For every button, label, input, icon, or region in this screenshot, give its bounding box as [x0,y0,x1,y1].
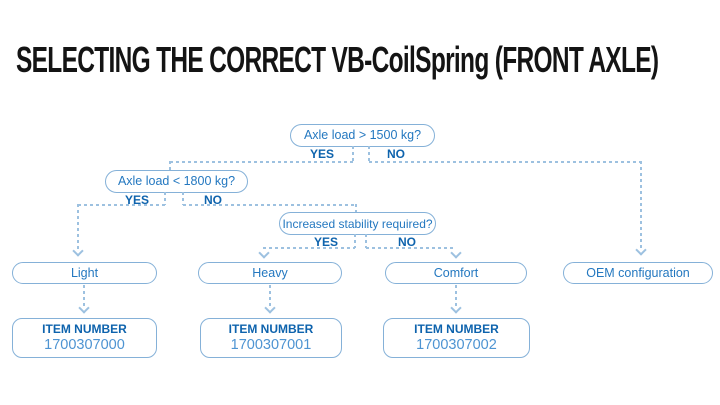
connector-line [78,204,165,206]
connector-line [640,161,642,249]
outcome-label: OEM configuration [586,265,690,280]
outcome-light: Light [12,262,157,284]
connector-line [170,161,353,163]
decision-increased-stability: Increased stability required? [279,212,436,235]
connector-line [455,285,457,309]
item-number-label: ITEM NUMBER [42,322,127,337]
item-box-heavy: ITEM NUMBER 1700307001 [200,318,342,358]
connector-line [263,247,355,249]
yes-label: YES [313,235,339,249]
connector-line [354,234,356,248]
connector-line [182,192,184,205]
item-box-comfort: ITEM NUMBER 1700307002 [383,318,530,358]
decision-question: Axle load > 1500 kg? [303,128,422,143]
down-arrow-icon [258,247,270,259]
down-arrow-icon [72,245,84,257]
connector-line [368,146,370,161]
connector-line [366,247,456,249]
connector-line [77,204,79,250]
connector-line [355,204,357,213]
down-arrow-icon [635,244,647,256]
outcome-label: Light [70,265,99,280]
outcome-label: Comfort [433,265,479,280]
connector-line [369,161,641,163]
item-box-light: ITEM NUMBER 1700307000 [12,318,157,358]
item-number-label: ITEM NUMBER [228,322,314,337]
down-arrow-icon [450,302,462,314]
page-title: SELECTING THE CORRECT VB-CoilSpring (FRO… [16,39,659,80]
outcome-comfort: Comfort [385,262,527,284]
no-label: NO [387,147,405,161]
item-number-value: 1700307000 [44,337,125,354]
down-arrow-icon [264,302,276,314]
connector-line [183,204,356,206]
connector-line [164,192,166,205]
no-label: NO [204,193,222,207]
outcome-oem-configuration: OEM configuration [563,262,713,284]
decision-axle-load-1800: Axle load < 1800 kg? [105,170,248,193]
connector-line [352,146,354,161]
no-label: NO [398,235,416,249]
decision-question: Increased stability required? [282,216,433,231]
down-arrow-icon [78,302,90,314]
connector-line [169,161,171,171]
connector-line [269,285,271,309]
connector-line [365,234,367,248]
item-number-value: 1700307002 [416,337,497,354]
item-number-value: 1700307001 [230,337,312,354]
item-number-label: ITEM NUMBER [414,322,499,337]
down-arrow-icon [450,247,462,259]
decision-question: Axle load < 1800 kg? [117,174,236,189]
decision-axle-load-1500: Axle load > 1500 kg? [290,124,435,147]
connector-line [83,285,85,309]
outcome-heavy: Heavy [198,262,342,284]
yes-label: YES [309,147,335,161]
outcome-label: Heavy [252,265,288,280]
yes-label: YES [124,193,150,207]
